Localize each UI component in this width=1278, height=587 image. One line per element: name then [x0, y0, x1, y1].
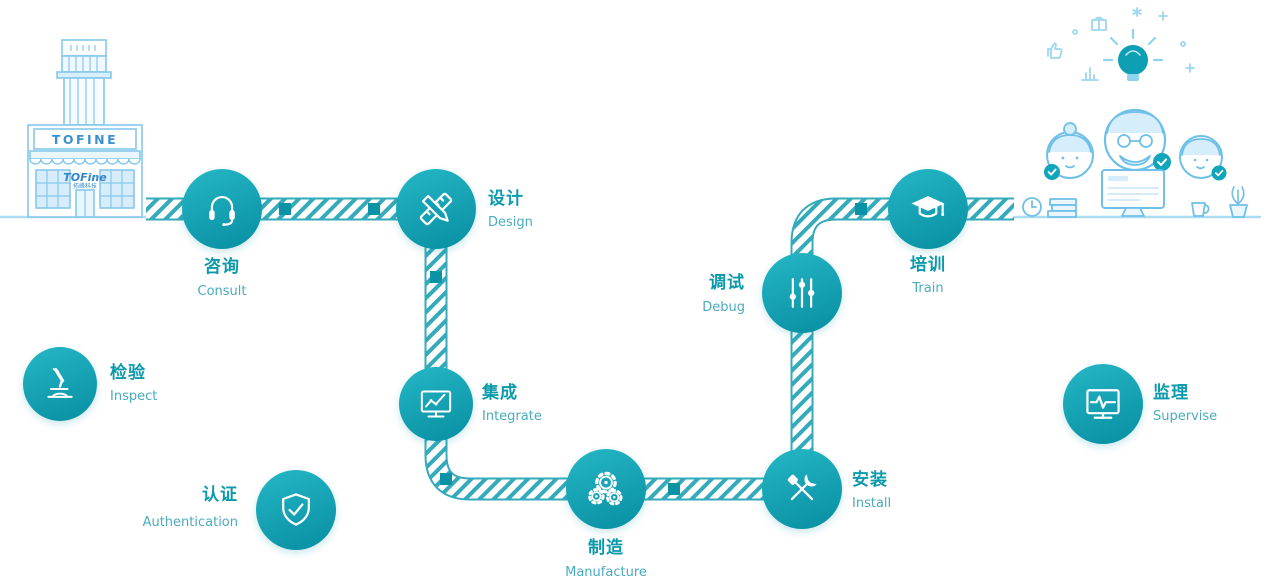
- step-circle-supervise: [1063, 364, 1143, 444]
- step-circle-consult: [182, 169, 262, 249]
- wrench-screwdriver-icon: [787, 474, 817, 501]
- step-circle-design: [396, 169, 476, 249]
- person-right: [1179, 135, 1227, 181]
- person-center: [1103, 108, 1171, 172]
- step-integrate-label-en: Integrate: [482, 409, 542, 424]
- cup-icon: [1191, 202, 1206, 217]
- team-illustration: [1006, 7, 1262, 219]
- step-manufacture-label-zh: 制造: [588, 538, 624, 558]
- step-circle-inspect: [23, 347, 97, 421]
- gears-icon: [588, 471, 623, 506]
- step-consult-label-en: Consult: [197, 284, 247, 299]
- step-train-label-zh: 培训: [910, 255, 946, 275]
- monitor: [1101, 169, 1165, 209]
- building-illustration: TOFINE TOFine 拓峰科技: [0, 39, 152, 219]
- building-sign-text: TOFINE: [52, 132, 118, 147]
- step-debug-label-en: Debug: [702, 300, 745, 315]
- plant-icon: [1229, 204, 1248, 218]
- shield-check-icon: [282, 493, 310, 526]
- monitor-pulse-icon: [1086, 389, 1120, 419]
- path-markers: [279, 203, 867, 495]
- step-supervise-label-en: Supervise: [1153, 409, 1218, 424]
- headset-icon: [209, 195, 235, 227]
- lightbulb-icon: [1102, 28, 1164, 81]
- step-manufacture-label-en: Manufacture: [565, 565, 647, 580]
- building-logo-script: TOFine: [63, 171, 107, 184]
- step-debug-label-zh: 调试: [709, 273, 745, 293]
- step-circle-debug: [762, 253, 842, 333]
- step-circle-manufacture: [566, 449, 646, 529]
- check-badge: [1044, 164, 1060, 180]
- step-design-label-en: Design: [488, 215, 533, 230]
- gift-icon: [1091, 16, 1107, 31]
- plus-icon: [1185, 63, 1195, 73]
- check-badge: [1153, 153, 1171, 171]
- step-design-label-zh: 设计: [488, 189, 524, 209]
- step-integrate-label-zh: 集成: [482, 383, 518, 403]
- step-supervise-label-zh: 监理: [1153, 383, 1189, 403]
- monitor-chart-icon: [420, 390, 452, 418]
- thumbs-up-icon: [1047, 42, 1063, 59]
- step-circle-install: [762, 449, 842, 529]
- step-circle-integrate: [399, 367, 473, 441]
- step-authentication-label-en: Authentication: [142, 515, 238, 530]
- person-left: [1044, 122, 1094, 180]
- sliders-icon: [789, 278, 815, 308]
- step-install-label-en: Install: [852, 496, 892, 511]
- step-consult-label-zh: 咨询: [204, 257, 240, 277]
- step-inspect-label-zh: 检验: [110, 363, 146, 383]
- microscope-icon: [47, 368, 73, 398]
- flow-path-ribbon: [146, 197, 1014, 501]
- pencil-ruler-icon: [419, 192, 453, 226]
- awning-scallops: [29, 158, 141, 165]
- decorative-icons: [1047, 7, 1195, 81]
- step-authentication-label-zh: 认证: [202, 485, 238, 505]
- step-circle-train: [888, 169, 968, 249]
- step-install-label-zh: 安装: [852, 470, 888, 490]
- step-circle-authentication: [256, 470, 336, 550]
- desk-items: [1022, 169, 1248, 218]
- plus-icon: [1158, 11, 1168, 21]
- sparkle-icon: [1132, 7, 1142, 17]
- bar-chart-icon: [1081, 67, 1099, 81]
- check-badge: [1211, 165, 1227, 181]
- graduation-cap-icon: [911, 196, 945, 218]
- step-inspect-label-en: Inspect: [110, 389, 158, 404]
- building-logo-sub: 拓峰科技: [73, 182, 97, 190]
- step-train-label-en: Train: [912, 281, 944, 296]
